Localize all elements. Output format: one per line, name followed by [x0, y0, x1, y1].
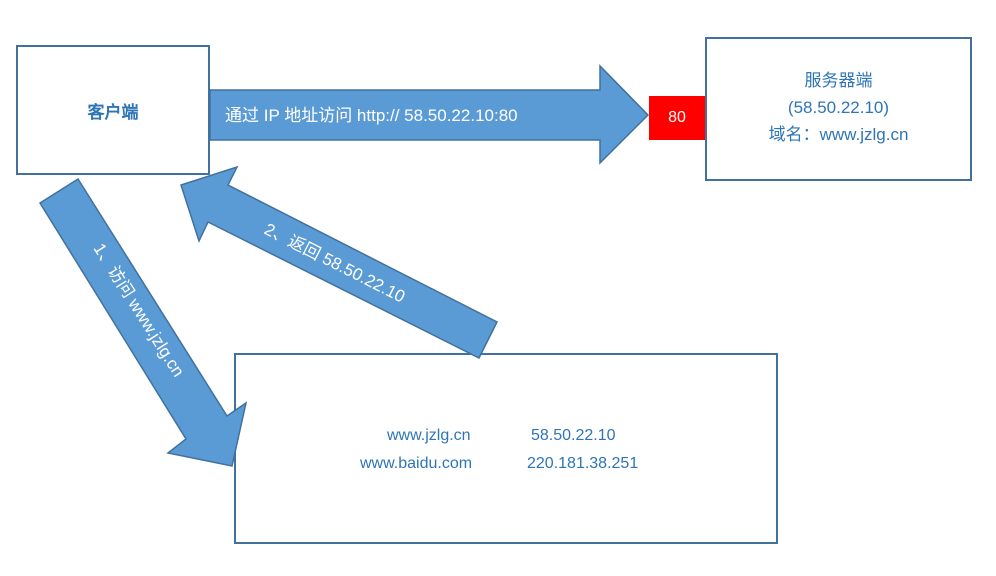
dns-ip-2: 220.181.38.251 — [527, 455, 639, 472]
arrow-step2-label: 2、返回 58.50.22.10 — [261, 220, 408, 307]
port-badge: 80 — [649, 96, 705, 140]
client-label: 客户端 — [87, 102, 139, 122]
port-label: 80 — [668, 109, 686, 126]
server-title: 服务器端 — [804, 71, 873, 90]
server-domain: 域名：www.jzlg.cn — [768, 125, 909, 144]
dns-domain-1: www.jzlg.cn — [387, 427, 471, 444]
client-box: 客户端 — [16, 45, 210, 175]
server-ip: (58.50.22.10) — [787, 98, 890, 117]
arrow-http-request: 通过 IP 地址访问 http:// 58.50.22.10:80 — [209, 64, 650, 165]
arrow-step2-response: 2、返回 58.50.22.10 — [180, 165, 499, 360]
dns-domain-2: www.baidu.com — [360, 455, 473, 472]
arrow-http-label: 通过 IP 地址访问 http:// 58.50.22.10:80 — [225, 106, 518, 125]
server-box: 服务器端 (58.50.22.10) 域名：www.jzlg.cn — [705, 37, 972, 181]
dns-box: www.jzlg.cn 58.50.22.10 www.baidu.com 22… — [234, 353, 778, 544]
dns-ip-1: 58.50.22.10 — [531, 427, 616, 444]
